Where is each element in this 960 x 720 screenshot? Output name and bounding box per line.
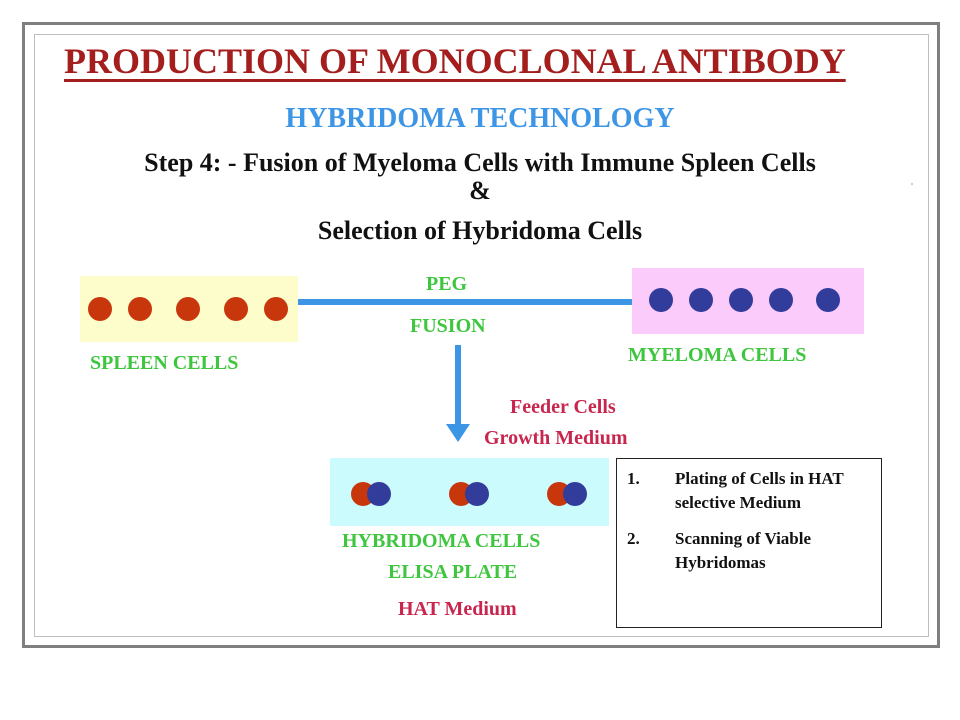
note-text: Scanning of Viable Hybridomas <box>675 529 812 572</box>
step-heading-ampersand: & <box>469 176 491 205</box>
hybridoma-cells-box <box>330 458 609 526</box>
note-number: 2. <box>627 529 640 548</box>
spleen-cell <box>224 297 248 321</box>
myeloma-cells-box <box>632 268 864 334</box>
note-number: 1. <box>627 469 640 488</box>
hat-medium-label: HAT Medium <box>398 598 517 620</box>
myeloma-cell <box>689 288 713 312</box>
elisa-plate-label: ELISA PLATE <box>388 561 518 583</box>
peg-label: PEG <box>426 273 468 295</box>
hybridoma-myeloma-part <box>563 482 587 506</box>
myeloma-cell <box>816 288 840 312</box>
note-item: 2. Scanning of Viable Hybridomas <box>627 527 871 575</box>
growth-medium-label: Growth Medium <box>484 427 628 449</box>
feeder-cells-label: Feeder Cells <box>510 396 616 418</box>
outer-frame <box>22 22 940 648</box>
procedure-notes-box: 1. Plating of Cells in HAT selective Med… <box>616 458 882 628</box>
page-title: PRODUCTION OF MONOCLONAL ANTIBODY <box>64 41 846 81</box>
down-arrow-icon <box>446 424 470 442</box>
fusion-connector-line <box>298 299 632 305</box>
note-text: Plating of Cells in HAT selective Medium <box>675 469 844 512</box>
spleen-cell <box>128 297 152 321</box>
hybridoma-myeloma-part <box>367 482 391 506</box>
spleen-cells-box <box>80 276 298 342</box>
myeloma-cell <box>729 288 753 312</box>
fusion-label: FUSION <box>410 315 486 337</box>
spleen-cell <box>176 297 200 321</box>
subtitle: HYBRIDOMA TECHNOLOGY <box>285 103 675 134</box>
fusion-arrow-shaft <box>455 345 461 427</box>
step-heading-line3: Selection of Hybridoma Cells <box>317 216 643 245</box>
spleen-cell <box>88 297 112 321</box>
hybridoma-cells-label: HYBRIDOMA CELLS <box>342 530 541 552</box>
stray-dot <box>911 183 913 185</box>
myeloma-cells-label: MYELOMA CELLS <box>628 344 807 366</box>
step-heading-line1: Step 4: - Fusion of Myeloma Cells with I… <box>144 148 816 177</box>
spleen-cells-label: SPLEEN CELLS <box>90 352 239 374</box>
hybridoma-myeloma-part <box>465 482 489 506</box>
myeloma-cell <box>649 288 673 312</box>
note-item: 1. Plating of Cells in HAT selective Med… <box>627 467 871 515</box>
myeloma-cell <box>769 288 793 312</box>
inner-frame <box>34 34 929 637</box>
spleen-cell <box>264 297 288 321</box>
